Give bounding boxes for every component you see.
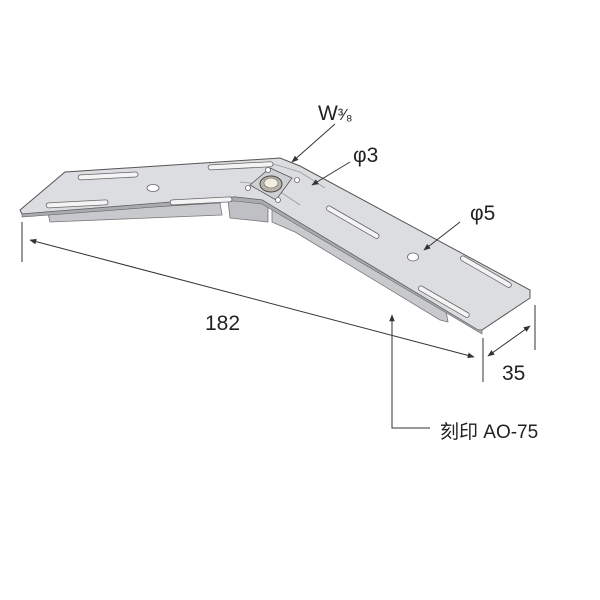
label-width-35: 35 [502,362,525,385]
label-phi3: φ3 [353,144,378,167]
threaded-nut [245,167,300,203]
dimension-lines [21,123,536,429]
label-stamp: 刻印 AO-75 [440,421,538,443]
label-phi5: φ5 [470,202,495,225]
label-w-thread: W³⁄₈ [318,102,352,125]
label-length-182: 182 [205,312,240,335]
hole-phi5 [407,252,419,262]
hole-left [146,184,160,192]
